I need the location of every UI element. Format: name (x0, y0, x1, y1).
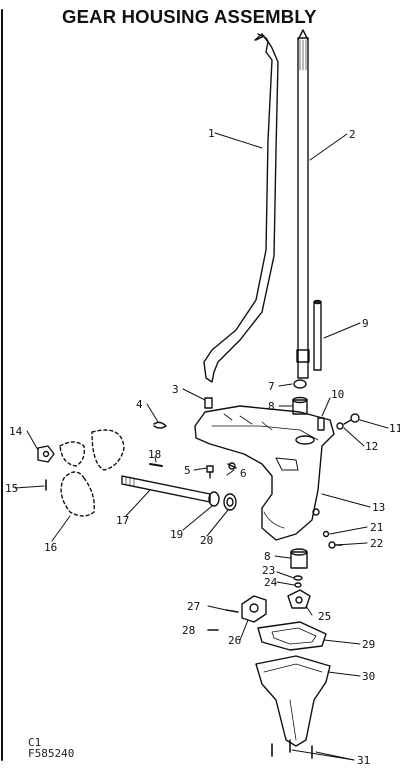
callout-1: 1 (208, 127, 215, 140)
part-20-seal (223, 493, 237, 511)
callout-2: 2 (349, 128, 356, 141)
part-19-washer (208, 491, 220, 507)
part-25-impeller (287, 589, 311, 609)
part-3-pin (204, 397, 213, 409)
callout-15: 15 (5, 482, 18, 495)
part-24-oring (294, 582, 302, 588)
callout-30: 30 (362, 670, 375, 683)
diagram-title: GEAR HOUSING ASSEMBLY (62, 6, 317, 27)
part-31-screws (271, 739, 313, 759)
part-26-pump-housing (241, 595, 267, 623)
callout-24: 24 (264, 576, 278, 589)
callout-18: 18 (148, 448, 161, 461)
callout-16: 16 (44, 541, 57, 554)
callout-6: 6 (240, 467, 247, 480)
callout-25: 25 (318, 610, 331, 623)
callout-8b: 8 (264, 550, 271, 563)
part-11-screw (343, 413, 360, 425)
callout-7: 7 (268, 380, 275, 393)
part-6-screw (227, 462, 237, 470)
footer-code-2: F585240 (28, 747, 75, 760)
callout-17: 17 (116, 514, 129, 527)
callout-10: 10 (331, 388, 344, 401)
footer-code-1: C1 (28, 736, 42, 749)
callout-9: 9 (362, 317, 369, 330)
callout-29: 29 (362, 638, 375, 651)
leader-lines (14, 132, 389, 761)
propeller (59, 429, 125, 517)
part-14-nut (37, 445, 55, 463)
shift-rod (203, 33, 279, 383)
callout-14: 14 (9, 425, 23, 438)
part-29-gasket (257, 621, 327, 651)
callout-13: 13 (372, 501, 385, 514)
callout-19: 19 (170, 528, 183, 541)
part-8-bushing-upper (292, 396, 308, 415)
callout-12: 12 (365, 440, 378, 453)
part-30-lower-housing (255, 655, 331, 747)
part-4-clip (153, 421, 167, 429)
water-tube (313, 299, 322, 371)
callout-31: 31 (357, 754, 370, 767)
part-5-screw (206, 465, 214, 479)
callout-8a: 8 (268, 400, 275, 413)
callout-3: 3 (172, 383, 179, 396)
callout-5: 5 (184, 464, 191, 477)
driveshaft (296, 29, 310, 379)
callout-28: 28 (182, 624, 195, 637)
part-18-pin (149, 463, 163, 467)
callout-20: 20 (200, 534, 213, 547)
callout-27: 27 (187, 600, 200, 613)
drawing-footer: C1 F585240 (28, 737, 74, 759)
part-27-screw (225, 609, 239, 613)
part-12-washer (336, 422, 344, 430)
callout-23: 23 (262, 564, 275, 577)
gear-housing (194, 405, 335, 541)
callout-21: 21 (370, 521, 383, 534)
callout-22: 22 (370, 537, 383, 550)
callout-4: 4 (136, 398, 143, 411)
part-21-gasket (322, 530, 330, 538)
callout-26: 26 (228, 634, 241, 647)
part-8-bushing-lower (290, 548, 308, 569)
callout-11: 11 (389, 422, 400, 435)
part-7-seal (293, 379, 307, 389)
